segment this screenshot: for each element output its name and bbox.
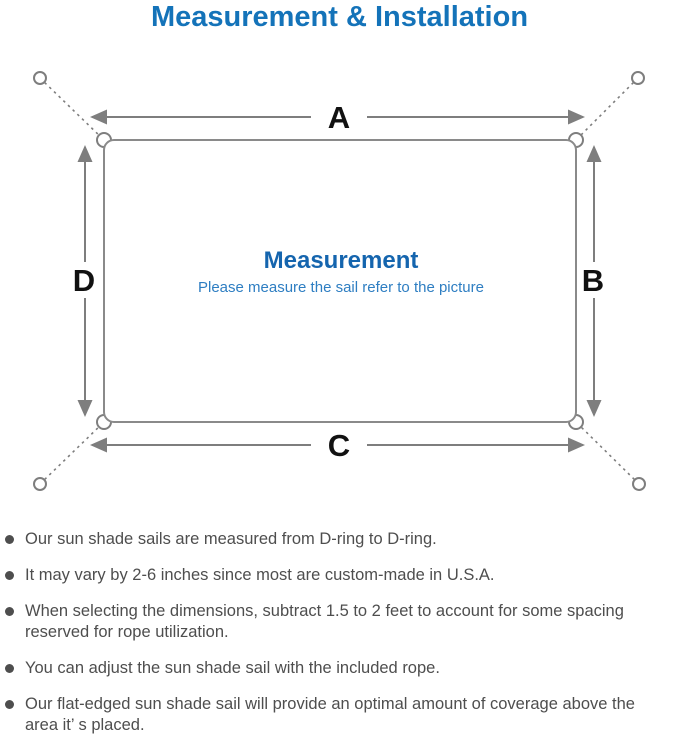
diagram-center-title: Measurement — [264, 247, 419, 274]
dimension-arrow-c: C — [90, 428, 585, 463]
dimension-arrow-a: A — [90, 100, 585, 135]
dimension-label-d: D — [73, 263, 95, 298]
anchor-ring-icon-bottom-left — [33, 477, 47, 491]
dimension-label-a: A — [328, 100, 350, 135]
dimension-arrow-d: D — [73, 145, 95, 417]
anchor-ring-icon-top-left — [33, 71, 47, 85]
page-title: Measurement & Installation — [150, 1, 529, 33]
measurement-diagram: A C D B Measurement Please meas — [33, 71, 646, 491]
note-text: Our sun shade sails are measured from D-… — [25, 530, 437, 548]
dimension-label-c: C — [328, 428, 350, 463]
note-item: Our sun shade sails are measured from D-… — [5, 529, 656, 550]
anchor-ring-icon-top-right — [631, 71, 645, 85]
note-text: Our flat-edged sun shade sail will provi… — [25, 695, 635, 734]
note-item: You can adjust the sun shade sail with t… — [5, 658, 656, 679]
note-item: When selecting the dimensions, subtract … — [5, 601, 656, 643]
anchor-ring-icon-bottom-right — [632, 477, 646, 491]
notes-list: Our sun shade sails are measured from D-… — [5, 529, 656, 739]
note-item: Our flat-edged sun shade sail will provi… — [5, 694, 656, 736]
note-text: It may vary by 2-6 inches since most are… — [25, 566, 495, 584]
note-item: It may vary by 2-6 inches since most are… — [5, 565, 656, 586]
dimension-arrow-b: B — [582, 145, 604, 417]
tether-line-top-right — [575, 77, 639, 141]
tether-line-bottom-right — [575, 421, 640, 485]
sail-rectangle — [103, 139, 577, 423]
note-text: When selecting the dimensions, subtract … — [25, 602, 624, 641]
tether-line-top-left — [39, 77, 105, 141]
dimension-label-b: B — [582, 263, 604, 298]
note-text: You can adjust the sun shade sail with t… — [25, 659, 440, 677]
tether-line-bottom-left — [39, 421, 105, 485]
diagram-center-subtitle: Please measure the sail refer to the pic… — [198, 279, 484, 296]
